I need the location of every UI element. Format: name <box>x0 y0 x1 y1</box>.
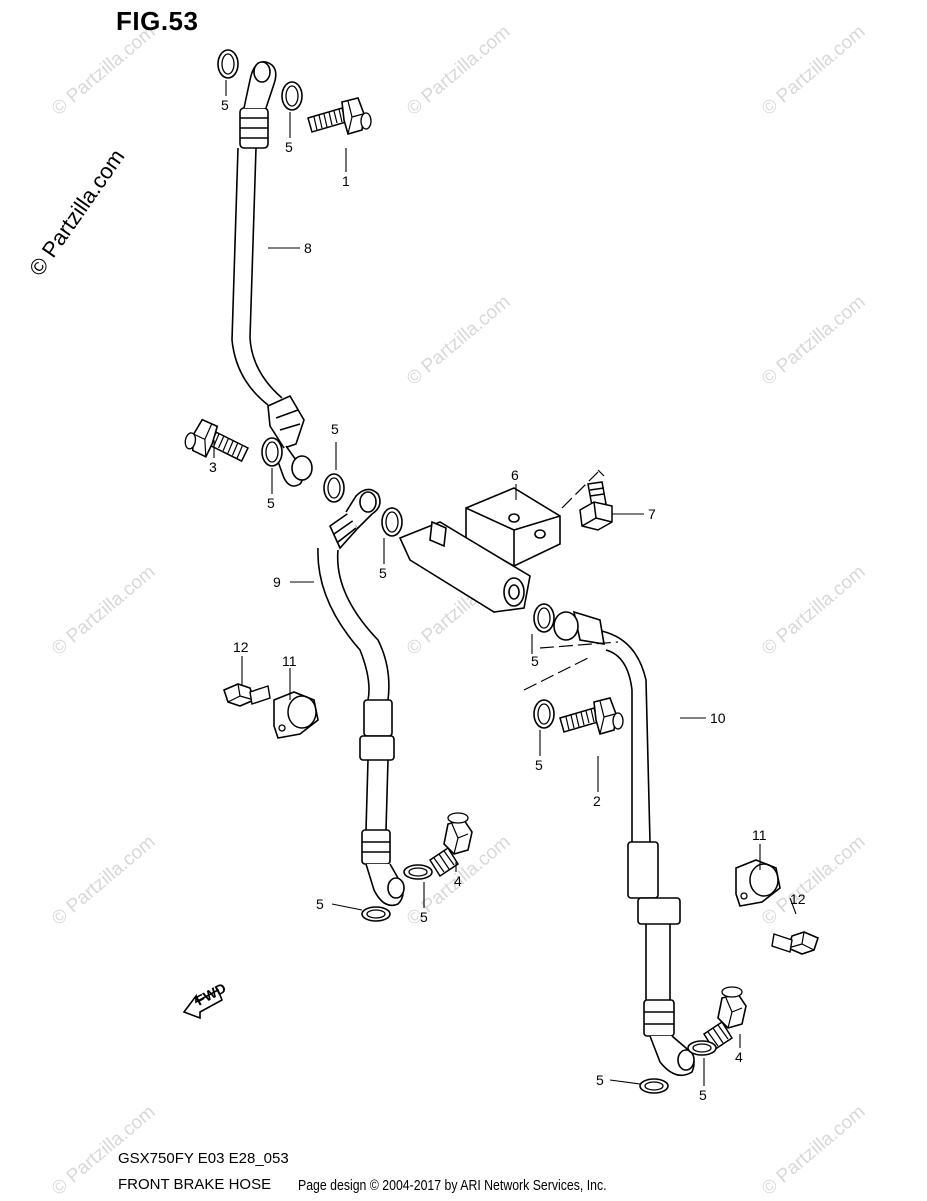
bolt-7 <box>579 481 613 531</box>
leader-lines <box>213 80 797 1086</box>
callout-label: 10 <box>710 710 726 726</box>
callout-label: 4 <box>454 873 462 889</box>
callout-label: 2 <box>593 793 601 809</box>
callout-label: 5 <box>420 909 428 925</box>
callout-label: 5 <box>699 1087 707 1103</box>
brake-joint-6 <box>398 487 561 613</box>
washer-5 <box>261 437 283 467</box>
callout-label: 5 <box>285 139 293 155</box>
screw-12a <box>223 683 271 707</box>
washer-5 <box>533 699 555 729</box>
leader-line <box>523 469 619 691</box>
callout-label: 5 <box>379 565 387 581</box>
callout-label: 7 <box>648 506 656 522</box>
callout-label: 5 <box>221 97 229 113</box>
callout-label: 5 <box>535 757 543 773</box>
callout-label: 5 <box>267 495 275 511</box>
callout-label: 5 <box>331 421 339 437</box>
banjo-bolt-4a <box>429 812 473 877</box>
figure-title: FIG.53 <box>116 6 199 36</box>
callout-label: 3 <box>209 459 217 475</box>
washer-5 <box>403 864 433 880</box>
washer-5 <box>533 603 555 633</box>
callout-label: 12 <box>790 891 806 907</box>
callout-label: 5 <box>596 1072 604 1088</box>
washer-5 <box>217 49 239 79</box>
washer-5 <box>381 507 403 537</box>
clamp-11a <box>273 691 319 739</box>
hose-8 <box>231 61 313 487</box>
callout-label: 5 <box>316 896 324 912</box>
hose-9 <box>317 488 405 907</box>
page-credit: Page design © 2004-2017 by ARI Network S… <box>298 1177 607 1194</box>
washer-5 <box>323 473 345 503</box>
callout-label: 9 <box>273 574 281 590</box>
banjo-bolt-1 <box>307 97 372 135</box>
washer-5 <box>687 1040 717 1056</box>
washer-5 <box>639 1078 669 1094</box>
callout-label: 5 <box>531 653 539 669</box>
fwd-arrow: FWD <box>182 980 229 1020</box>
diagram-name: FRONT BRAKE HOSE <box>118 1176 272 1193</box>
callout-label: 11 <box>282 653 297 669</box>
model-code: GSX750FY E03 E28_053 <box>118 1150 289 1167</box>
washer-5 <box>281 81 303 111</box>
hose-10 <box>553 610 695 1077</box>
callout-labels: 5 5 1 8 3 5 5 6 7 9 5 5 12 11 10 5 2 4 5… <box>209 97 806 1103</box>
callout-label: 1 <box>342 173 350 189</box>
callout-label: 8 <box>304 240 312 256</box>
screw-12b <box>771 931 819 955</box>
washer-5 <box>361 906 391 922</box>
callout-label: 4 <box>735 1049 743 1065</box>
callout-label: 12 <box>233 639 249 655</box>
banjo-bolt-3 <box>182 416 253 465</box>
banjo-bolt-2 <box>559 697 624 735</box>
callout-label: 6 <box>511 467 519 483</box>
clamp-11b <box>735 859 781 907</box>
callout-label: 11 <box>752 827 767 843</box>
